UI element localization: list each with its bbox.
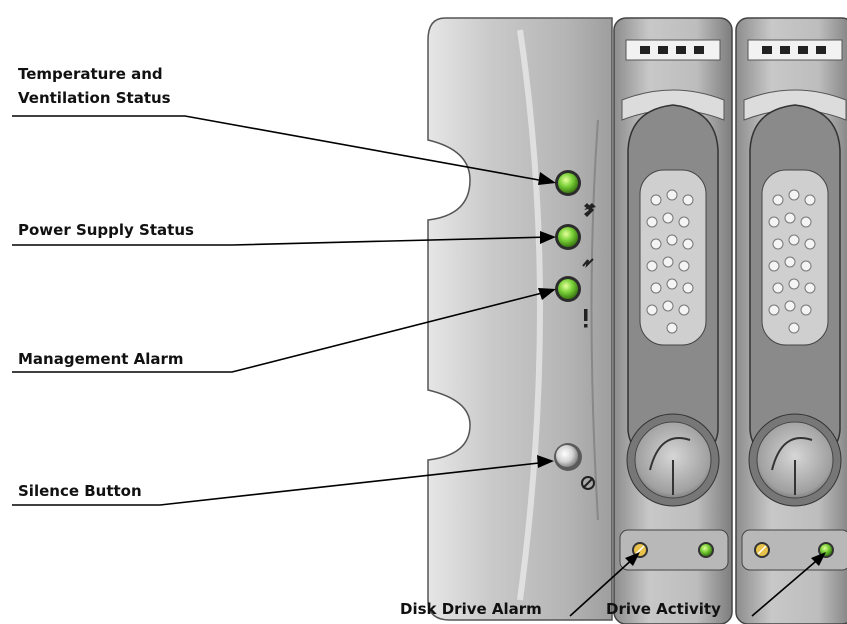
- drive-tray-1: [614, 18, 732, 624]
- silence-button[interactable]: [554, 443, 582, 471]
- power-supply-label: Power Supply Status: [18, 221, 194, 239]
- alert-icon: [584, 309, 588, 328]
- drive-activity-label: Drive Activity: [606, 600, 721, 618]
- disk-drive-alarm-label: Disk Drive Alarm: [400, 600, 542, 618]
- temperature-label-line2: Ventilation Status: [18, 86, 171, 110]
- drive-tray-2: [736, 18, 847, 624]
- management-alarm-led: [555, 276, 581, 302]
- drive-2-disk-alarm-led: [754, 542, 770, 558]
- temperature-ventilation-label: Temperature and Ventilation Status: [18, 62, 171, 110]
- temperature-label-line1: Temperature and: [18, 62, 171, 86]
- drive-1-activity-led: [698, 542, 714, 558]
- management-alarm-label: Management Alarm: [18, 350, 184, 368]
- temperature-led: [555, 170, 581, 196]
- power-supply-led: [555, 224, 581, 250]
- silence-button-label: Silence Button: [18, 482, 142, 500]
